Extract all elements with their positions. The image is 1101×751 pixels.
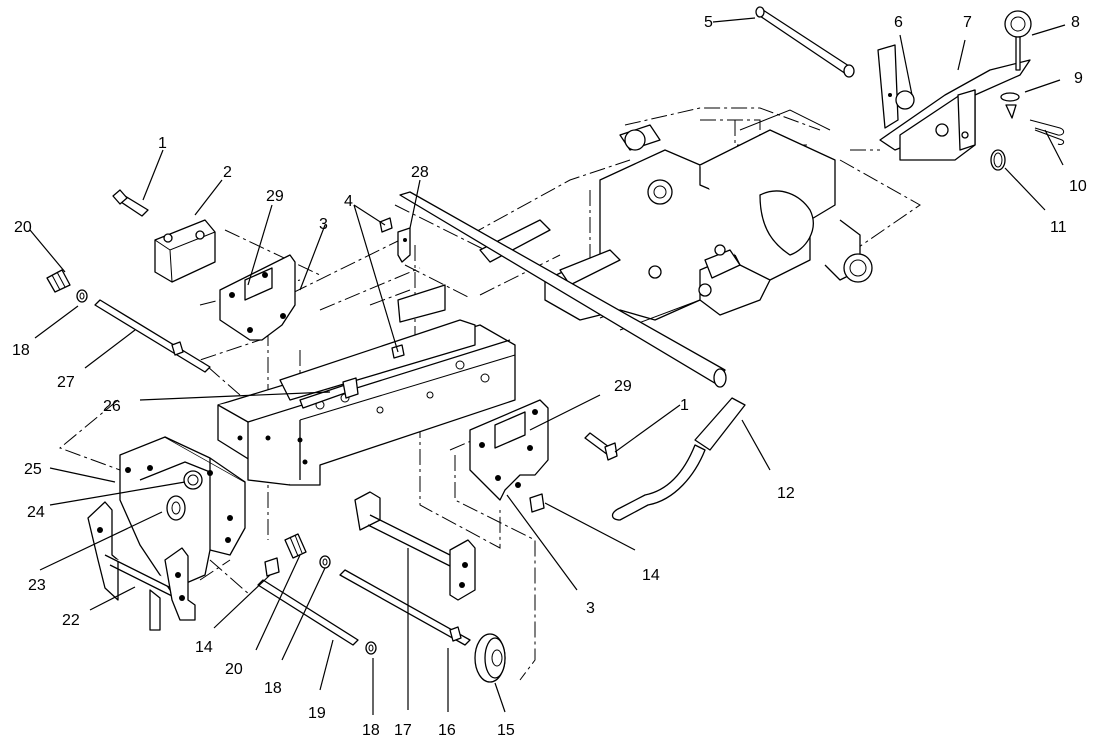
callout-11: 11 xyxy=(1050,219,1067,236)
bolt-1-upper xyxy=(112,189,149,217)
washer-18-upper xyxy=(76,289,88,303)
callout-4: 4 xyxy=(344,193,353,210)
callout-15: 15 xyxy=(497,722,515,739)
callout-1-upper: 1 xyxy=(158,135,167,152)
axle-shaft xyxy=(399,191,727,388)
callout-6: 6 xyxy=(894,14,903,31)
pulley-15 xyxy=(474,633,506,683)
transaxle-housing xyxy=(479,109,873,331)
bushing-14-right xyxy=(529,493,545,513)
rod-19 xyxy=(257,579,359,646)
spring-20-upper xyxy=(46,269,71,293)
callout-8: 8 xyxy=(1071,14,1080,31)
washer-18-lower xyxy=(365,641,377,655)
callout-5: 5 xyxy=(704,14,713,31)
callout-3-lower: 3 xyxy=(586,600,595,617)
callout-27: 27 xyxy=(57,374,75,391)
plate-29-upper xyxy=(219,254,296,341)
callout-2: 2 xyxy=(223,164,232,181)
ring-11 xyxy=(990,149,1006,171)
callout-9: 9 xyxy=(1074,70,1083,87)
rod-27 xyxy=(94,299,211,373)
callout-20-upper: 20 xyxy=(14,219,32,236)
nut-24 xyxy=(183,470,203,490)
callout-3-upper: 3 xyxy=(319,216,328,233)
callout-25: 25 xyxy=(24,461,42,478)
callout-29-lower: 29 xyxy=(614,378,632,395)
rod-16 xyxy=(339,569,471,646)
bushing-14-left xyxy=(264,557,280,577)
callout-23: 23 xyxy=(28,577,46,594)
callout-22: 22 xyxy=(62,612,80,629)
plate-29-lower xyxy=(469,399,549,501)
spring-20-lower xyxy=(284,533,307,559)
callout-17: 17 xyxy=(394,722,412,739)
cotter-pin-10 xyxy=(1029,119,1065,145)
callout-20-lower: 20 xyxy=(225,661,243,678)
hidden-lines xyxy=(59,107,921,681)
callout-29-upper: 29 xyxy=(266,188,284,205)
handle-12 xyxy=(611,397,746,521)
bracket-22 xyxy=(87,501,196,631)
pin-5 xyxy=(755,6,855,78)
callout-19: 19 xyxy=(308,705,326,722)
washer-9 xyxy=(1000,92,1020,119)
callout-1-lower: 1 xyxy=(680,397,689,414)
callout-18-lower: 18 xyxy=(362,722,380,739)
frame-channel xyxy=(217,284,516,486)
bracket-17 xyxy=(354,491,476,601)
callout-24: 24 xyxy=(27,504,45,521)
callout-16: 16 xyxy=(438,722,456,739)
hitch-pin-8 xyxy=(1004,10,1032,71)
bracket-2 xyxy=(154,219,216,283)
washer-18-middle xyxy=(319,555,331,569)
callout-28: 28 xyxy=(411,164,429,181)
spacer-23 xyxy=(166,495,186,521)
bolt-26 xyxy=(299,377,359,409)
callout-18-middle: 18 xyxy=(264,680,282,697)
callout-26: 26 xyxy=(103,398,121,415)
callout-10: 10 xyxy=(1069,178,1087,195)
hitch-bracket-7 xyxy=(877,44,1031,161)
leader-lines xyxy=(29,17,1066,715)
bracket-28 xyxy=(397,227,411,263)
bolt-1-lower xyxy=(584,432,618,461)
callout-14-left: 14 xyxy=(195,639,213,656)
callout-labels: 1 1 2 3 3 4 5 6 7 8 9 10 11 12 14 14 15 … xyxy=(12,14,1087,739)
callout-12: 12 xyxy=(777,485,795,502)
callout-14-right: 14 xyxy=(642,567,660,584)
callout-7: 7 xyxy=(963,14,972,31)
callout-18-upper: 18 xyxy=(12,342,30,359)
